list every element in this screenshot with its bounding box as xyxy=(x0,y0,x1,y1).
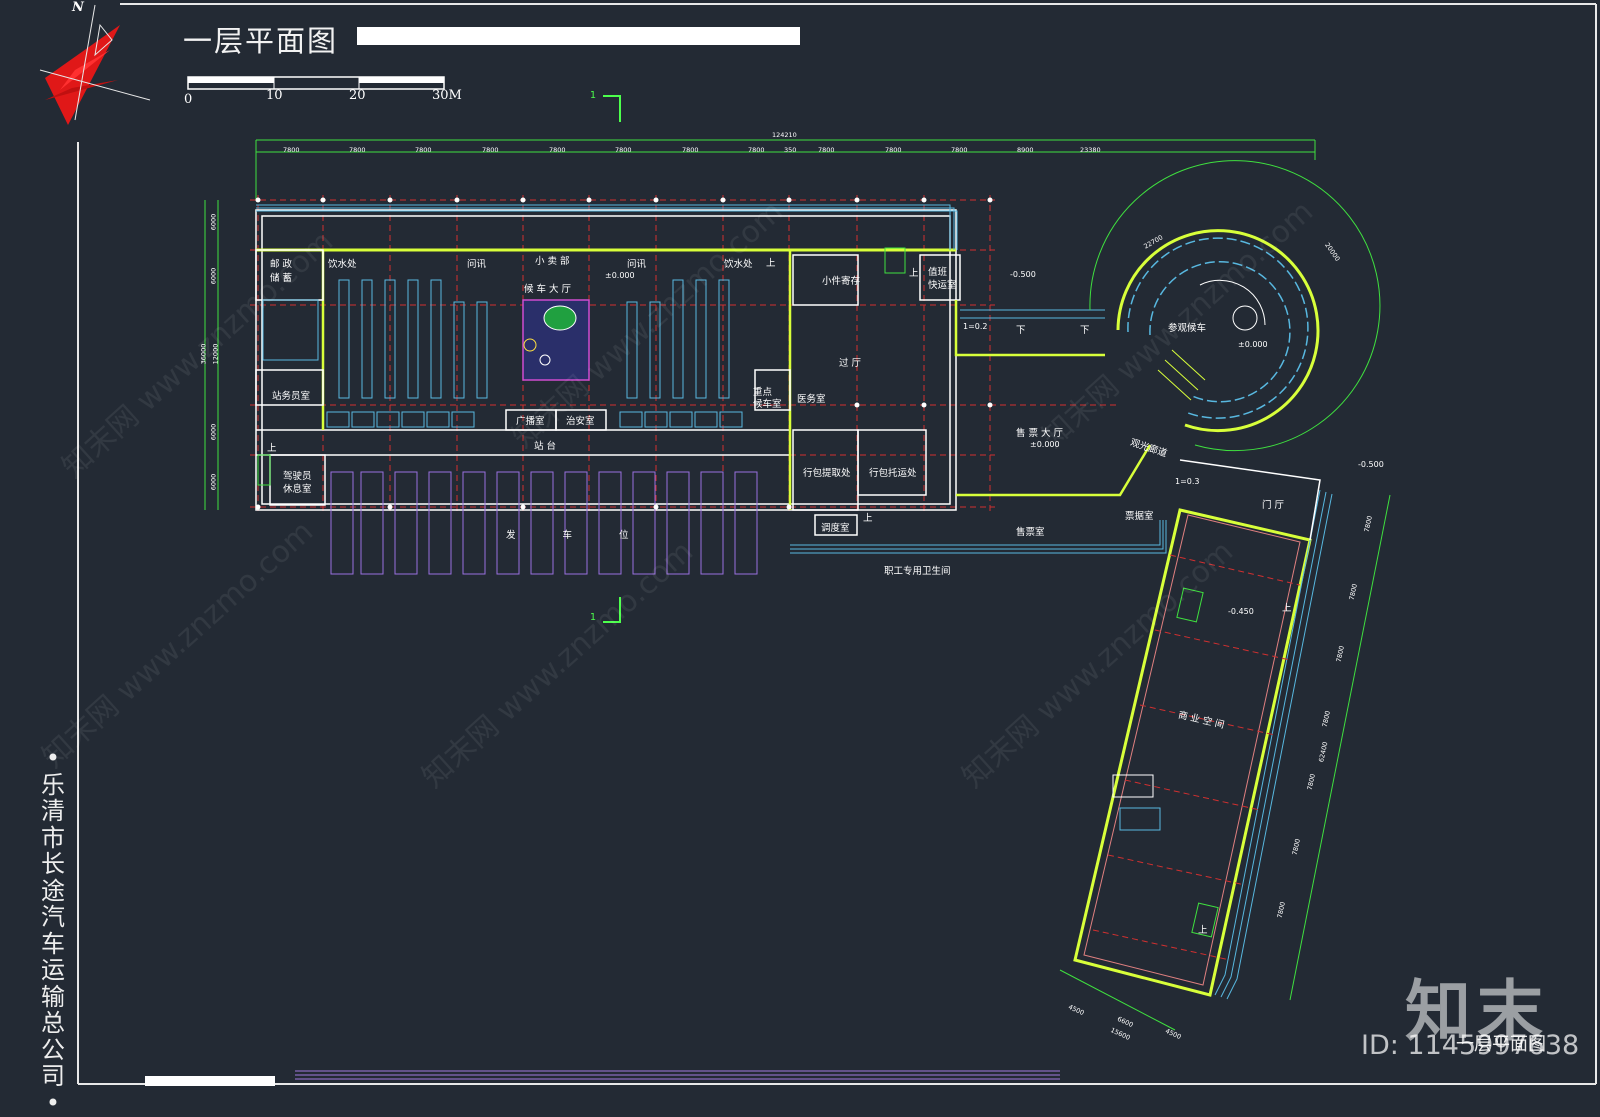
drawing-title: 一层平面图 xyxy=(183,24,339,58)
room-shop: 小 卖 部 xyxy=(535,256,570,267)
top-dimension-line xyxy=(255,139,1316,200)
stair-up-2: 上 xyxy=(766,258,776,269)
level-exterior: -0.500 xyxy=(1358,460,1384,469)
dim-top-13: 8900 xyxy=(1017,146,1034,154)
dim-top-3: 7800 xyxy=(415,146,432,154)
room-waiting-hall: 候 车 大 厅 xyxy=(524,284,572,295)
dim-left-2: 6000 xyxy=(209,267,218,285)
ramp-label-right: 1=0.3 xyxy=(1175,477,1200,486)
watermark-id: ID: 1145997638 xyxy=(1361,1030,1580,1061)
section-marks xyxy=(603,95,621,623)
room-departure: 发 车 位 xyxy=(506,530,651,541)
bottom-plan-title: 一层平面图 xyxy=(1456,1034,1546,1055)
room-sightseeing: 参观候车 xyxy=(1168,323,1207,334)
stair-up-3: 上 xyxy=(909,268,919,279)
left-dimension-line xyxy=(204,200,219,510)
dim-overall: 124210 xyxy=(772,131,797,139)
room-inquiry-right: 问讯 xyxy=(627,259,647,270)
ticket-booths xyxy=(326,411,743,428)
stair-down-2: 下 xyxy=(1080,325,1090,336)
stair-up-5: 上 xyxy=(1282,603,1292,614)
floor-plan-drawing xyxy=(39,3,1597,1086)
north-arrow-icon xyxy=(39,4,151,125)
room-ticket-office: 售票室 xyxy=(1016,527,1045,538)
departure-bays xyxy=(330,471,758,575)
dim-top-11: 7800 xyxy=(885,146,902,154)
curved-sightseeing-wing xyxy=(1089,160,1381,452)
room-medical: 医务室 xyxy=(797,394,826,405)
stair-up-4: 上 xyxy=(863,513,873,524)
level-corridor: -0.500 xyxy=(1010,270,1036,279)
dim-top-7: 7800 xyxy=(682,146,699,154)
dim-top-14: 23380 xyxy=(1080,146,1101,154)
dim-top-9: 350 xyxy=(784,146,797,154)
level-waiting-hall: ±0.000 xyxy=(605,271,635,280)
main-building-walls xyxy=(255,209,961,536)
north-label: N xyxy=(72,0,84,15)
room-staff-wc: 职工专用卫生间 xyxy=(884,566,951,577)
dim-top-2: 7800 xyxy=(349,146,366,154)
stair-up-6: 上 xyxy=(1198,925,1208,936)
room-ticket-hall: 售 票 大 厅 xyxy=(1016,428,1064,439)
company-vertical-title: •乐清市长途汽车运输总公司• xyxy=(41,744,65,1117)
title-underbar xyxy=(357,27,800,45)
room-broadcast: 广播室 xyxy=(516,416,545,427)
section-mark-bottom: 1 xyxy=(590,612,597,623)
dim-top-5: 7800 xyxy=(549,146,566,154)
dim-top-4: 7800 xyxy=(482,146,499,154)
room-security: 治安室 xyxy=(566,416,595,427)
room-inquiry-left: 问讯 xyxy=(467,259,487,270)
scale-label-30m: 30M xyxy=(432,88,462,103)
scale-label-0: 0 xyxy=(184,92,193,107)
structural-columns xyxy=(255,197,993,510)
scale-label-10: 10 xyxy=(266,88,283,103)
central-landscape-feature xyxy=(522,299,590,381)
room-post: 邮 政 储 蓄 xyxy=(270,259,293,284)
room-water-left: 饮水处 xyxy=(328,259,357,270)
watermark-logo: 知末 xyxy=(1405,973,1549,1050)
stair-down-1: 下 xyxy=(1016,325,1026,336)
ticket-hall-walls xyxy=(954,300,1152,497)
axis-grid xyxy=(250,195,1120,512)
room-key-wait: 重点 候车室 xyxy=(753,387,782,410)
room-foyer: 门 厅 xyxy=(1262,500,1285,511)
level-sightseeing: ±0.000 xyxy=(1238,340,1268,349)
waiting-seats xyxy=(262,279,730,399)
room-platform: 站 台 xyxy=(534,441,557,452)
ramp-label-left: 1=0.2 xyxy=(963,322,988,331)
stair-up-1: 上 xyxy=(267,443,277,454)
dim-top-6: 7800 xyxy=(615,146,632,154)
dim-top-8: 7800 xyxy=(748,146,765,154)
stairs xyxy=(257,247,1219,938)
level-ticket-hall: ±0.000 xyxy=(1030,440,1060,449)
dim-left-5: 6000 xyxy=(209,473,218,491)
section-mark-top: 1 xyxy=(590,90,597,101)
room-water-right: 饮水处 xyxy=(724,259,753,270)
scale-label-20: 20 xyxy=(349,88,366,103)
scale-bar xyxy=(187,76,445,90)
room-lobby: 过 厅 xyxy=(839,358,862,369)
level-commercial: -0.450 xyxy=(1228,607,1254,616)
dim-top-10: 7800 xyxy=(818,146,835,154)
dim-left-1: 6000 xyxy=(209,213,218,231)
dim-top-1: 7800 xyxy=(283,146,300,154)
drawing-frame xyxy=(77,3,1597,1086)
outer-retaining-walls xyxy=(256,204,1167,554)
room-dispatch: 调度室 xyxy=(821,523,850,534)
room-express: 值班 快运室 xyxy=(928,267,957,291)
dim-top-12: 7800 xyxy=(951,146,968,154)
room-bag-pickup: 行包提取处 xyxy=(803,468,851,479)
room-small-storage: 小件寄存 xyxy=(822,276,861,287)
room-driver-rest: 驾驶员 休息室 xyxy=(283,471,312,495)
room-finance: 票据室 xyxy=(1125,511,1154,522)
room-staff: 站务员室 xyxy=(272,391,311,402)
commercial-grid xyxy=(1092,554,1301,961)
dim-left-4: 6000 xyxy=(209,423,218,441)
room-bag-ship: 行包托运处 xyxy=(869,468,917,479)
commercial-wing xyxy=(1059,459,1391,1031)
